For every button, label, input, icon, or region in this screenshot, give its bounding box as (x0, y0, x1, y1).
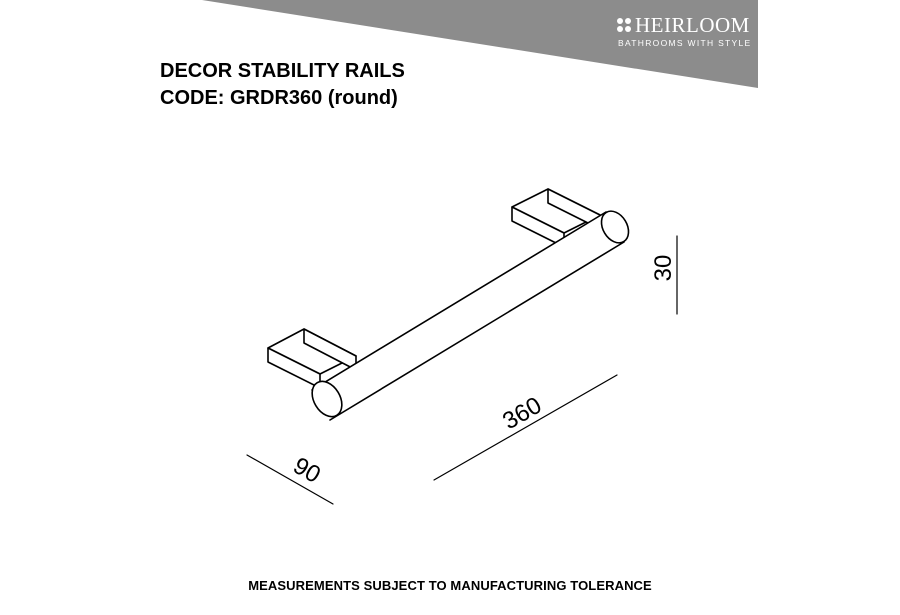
depth-label: 90 (288, 452, 325, 489)
tolerance-note: MEASUREMENTS SUBJECT TO MANUFACTURING TO… (248, 578, 652, 593)
length-label: 360 (498, 392, 546, 435)
height-label: 30 (650, 255, 677, 282)
brand-logo: HEIRLOOM BATHROOMS WITH STYLE (617, 14, 752, 48)
title-line-2: CODE: GRDR360 (round) (160, 87, 398, 109)
product-title: DECOR STABILITY RAILS CODE: GRDR360 (rou… (160, 58, 405, 112)
title-line-1: DECOR STABILITY RAILS (160, 60, 405, 82)
depth-dimension-line (246, 454, 334, 505)
brand-name: HEIRLOOM (635, 13, 750, 37)
length-dimension-line (433, 374, 618, 481)
logo-dots-icon (617, 18, 631, 32)
dimension-lines (246, 235, 678, 505)
rail-tube (311, 210, 630, 421)
brand-tagline: BATHROOMS WITH STYLE (618, 38, 752, 48)
